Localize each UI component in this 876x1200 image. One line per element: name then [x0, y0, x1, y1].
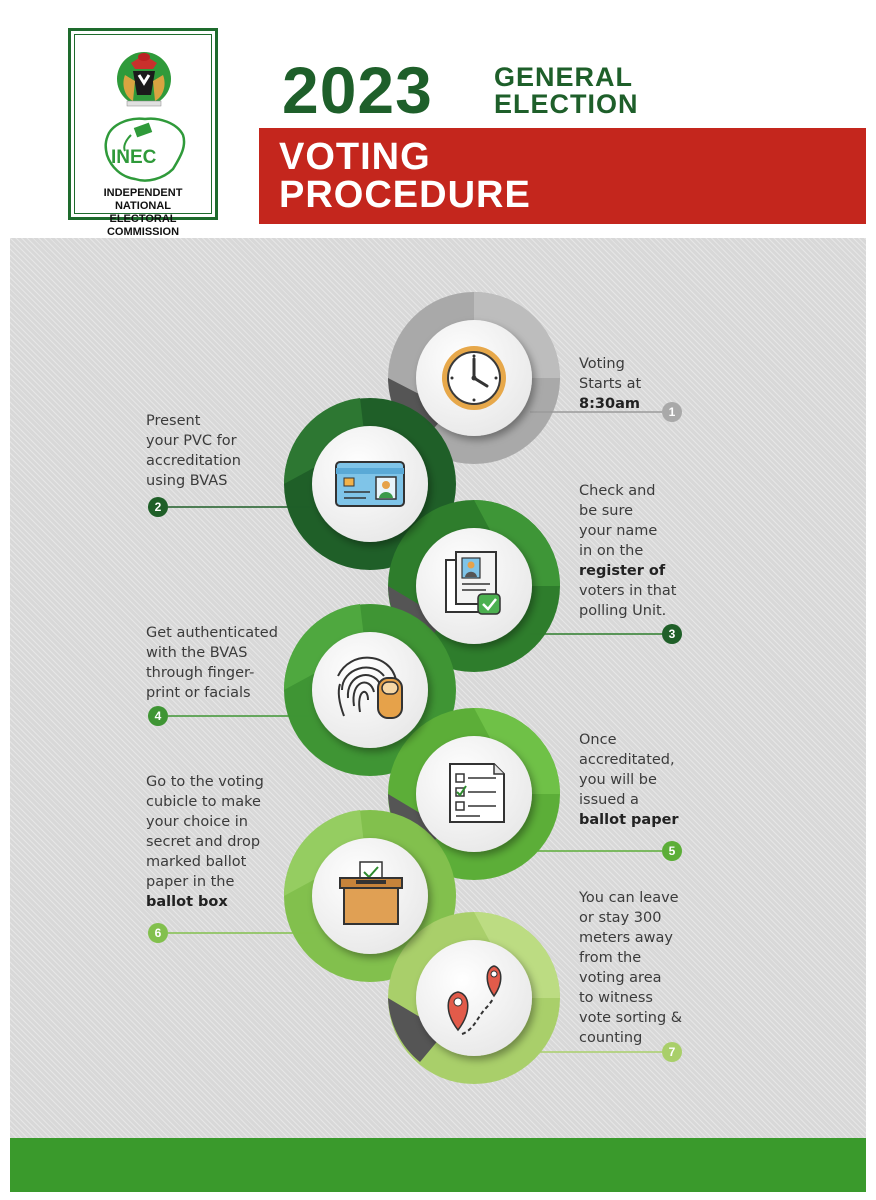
step-4-line: print or facials: [146, 685, 251, 701]
banner-title-line-1: VOTING: [279, 136, 431, 178]
step-6-line: Go to the voting: [146, 774, 264, 790]
step-7-line: counting: [579, 1030, 643, 1046]
step-4-line: Get authenticated: [146, 625, 278, 641]
step-5-text: Once accreditated, you will be issued a …: [579, 730, 709, 830]
commission-line-2: ELECTORAL COMMISSION: [106, 213, 180, 238]
title-banner: VOTING PROCEDURE: [259, 128, 866, 224]
location-pins-icon: [447, 965, 502, 1035]
banner-title: VOTING PROCEDURE: [279, 138, 679, 214]
step-6-text: Go to the voting cubicle to make your ch…: [146, 772, 306, 912]
step-5-line: issued a: [579, 792, 639, 808]
step-3-text: Check and be sure your name in on the re…: [579, 481, 709, 621]
step-7-text: You can leave or stay 300 meters away fr…: [579, 888, 719, 1048]
footer-bar: [10, 1138, 866, 1192]
step-4-disc: [312, 632, 428, 748]
ballot-box-icon: [339, 861, 403, 925]
step-3-line: voters in that: [579, 583, 677, 599]
step-4-text: Get authenticated with the BVAS through …: [146, 623, 306, 703]
step-7-line: vote sorting &: [579, 1010, 683, 1026]
step-3-line-bold: register of: [579, 563, 666, 579]
election-year: 2023: [282, 53, 433, 127]
step-3-line: be sure: [579, 503, 634, 519]
step-5-line: you will be: [579, 772, 657, 788]
step-3-line: Check and: [579, 483, 656, 499]
step-1-line: Starts at: [579, 376, 642, 392]
step-7-disc: [416, 940, 532, 1056]
step-6-line: marked ballot: [146, 854, 247, 870]
step-2-number: 2: [148, 497, 168, 517]
step-1-line: Voting: [579, 356, 625, 372]
step-3-line: polling Unit.: [579, 603, 667, 619]
step-3-line: in on the: [579, 543, 644, 559]
election-title-line-2: ELECTION: [494, 89, 639, 119]
step-6-line-bold: ballot box: [146, 894, 228, 910]
step-6-line: paper in the: [146, 874, 235, 890]
step-2-text: Present your PVC for accreditation using…: [146, 411, 306, 491]
banner-title-line-2: PROCEDURE: [279, 174, 531, 216]
step-2-line: Present: [146, 413, 201, 429]
voter-register-icon: [445, 551, 501, 615]
step-4-line: with the BVAS: [146, 645, 248, 661]
step-2-line: your PVC for: [146, 433, 237, 449]
step-1-number: 1: [662, 402, 682, 422]
step-3-line: your name: [579, 523, 658, 539]
header: INEC INDEPENDENT NATIONAL ELECTORAL COMM…: [10, 0, 866, 238]
step-7-line: meters away: [579, 930, 673, 946]
ballot-paper-icon: [449, 763, 505, 823]
step-5-line-bold: ballot paper: [579, 812, 679, 828]
election-title: GENERAL ELECTION: [494, 64, 694, 118]
step-7-line: to witness: [579, 990, 653, 1006]
step-6-line: your choice in: [146, 814, 248, 830]
step-7-line: voting area: [579, 970, 662, 986]
connector-lines: [168, 411, 662, 1053]
step-1-text: Voting Starts at 8:30am: [579, 354, 699, 414]
step-2-line: accreditation: [146, 453, 241, 469]
step-6-number: 6: [148, 923, 168, 943]
step-7-line: or stay 300: [579, 910, 662, 926]
step-3-number: 3: [662, 624, 682, 644]
step-7-line: You can leave: [579, 890, 679, 906]
step-7-line: from the: [579, 950, 642, 966]
step-2-line: using BVAS: [146, 473, 228, 489]
step-5-line: Once: [579, 732, 617, 748]
fingerprint-icon: [337, 656, 403, 719]
step-5-number: 5: [662, 841, 682, 861]
inec-logo: INEC INDEPENDENT NATIONAL ELECTORAL COMM…: [68, 28, 218, 238]
step-4-line: through finger-: [146, 665, 255, 681]
step-6-line: cubicle to make: [146, 794, 261, 810]
step-6-line: secret and drop: [146, 834, 261, 850]
step-5-line: accreditated,: [579, 752, 675, 768]
id-card-icon: [335, 461, 405, 507]
election-title-line-1: GENERAL: [494, 62, 634, 92]
step-7-number: 7: [662, 1042, 682, 1062]
step-4-number: 4: [148, 706, 168, 726]
clock-icon: [442, 346, 506, 410]
step-1-line-bold: 8:30am: [579, 396, 640, 412]
